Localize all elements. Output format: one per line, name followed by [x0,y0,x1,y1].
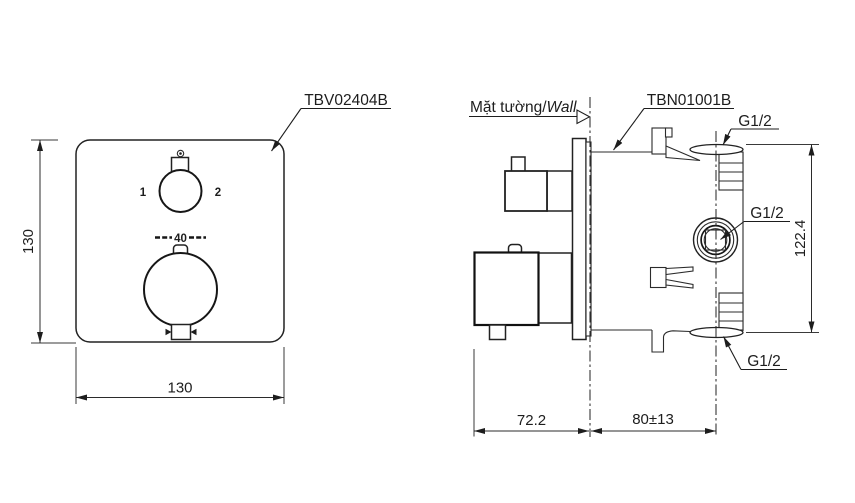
thermostat-knob [143,252,218,327]
port-side-label: G1/2 [750,205,784,222]
leader-port-side [720,221,745,240]
leader-trim-label [271,108,302,152]
upper-handle [504,170,548,212]
wall-label-vi: Mặt tường/ [470,99,547,116]
temp-setting-label: 40 [174,233,187,245]
button-arrow-right-icon [190,328,197,336]
button-arrow-left-icon [165,328,172,336]
lower-handle-adapter [537,252,573,324]
dim-wall-depth: 80±13 [632,411,674,428]
mode-2-mark: 2 [215,187,221,199]
top-bracket-wedge [665,145,701,162]
dim-body-height: 122.4 [792,220,809,258]
escutcheon-flange [571,137,587,341]
lower-handle-button [488,324,507,341]
leader-valve-label [613,108,645,151]
dim-trim-depth: 72.2 [517,412,546,429]
trim-part-label: TBV02404B [304,92,388,109]
front-view-trim-plate: 1 2 40 130 130 TBV02404B [20,92,391,404]
port-bottom-label: G1/2 [747,353,781,370]
top-port-thread-block [718,151,744,191]
body-bottom-tab [651,330,691,353]
wall-label: Mặt tường/Wall [470,99,577,116]
lower-handle [473,251,540,327]
trim-plate-outline [75,139,285,343]
leader-port-bottom [723,336,742,370]
upper-handle-adapter [546,170,573,212]
thermo-knob-button [170,323,192,341]
bottom-bracket-prong-upper [665,266,694,276]
wall-label-en: Wall [547,99,577,116]
diverter-knob [158,169,203,213]
top-bracket [651,127,667,155]
side-view-valve: Mặt tường/Wall TBN01001B G1/2 G1/2 G1/2 … [469,92,819,437]
bottom-bracket-prong-lower [665,278,694,289]
dim-plate-width: 130 [167,380,192,397]
bottom-bracket [649,266,667,289]
valve-part-label: TBN01001B [647,92,731,109]
dim-plate-height: 130 [20,229,37,254]
port-top-label: G1/2 [738,113,772,130]
leader-port-top [722,128,732,146]
indicator-dot-center [179,152,182,155]
wall-arrow-icon [576,109,591,125]
top-bracket-step [664,127,673,138]
mode-1-mark: 1 [140,187,147,199]
